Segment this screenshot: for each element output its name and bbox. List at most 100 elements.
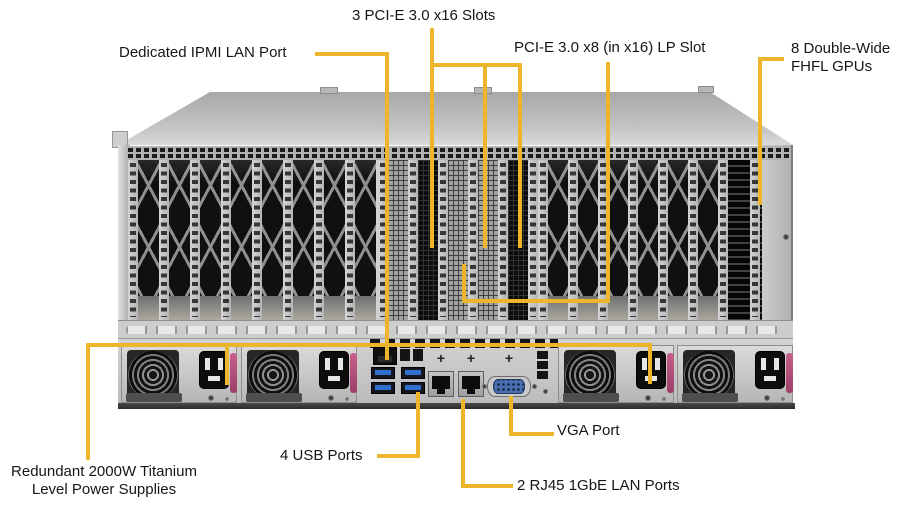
psu-screw — [645, 395, 651, 401]
psu-fan — [247, 350, 299, 400]
slot-bracket — [628, 160, 638, 320]
psu-screw — [224, 396, 230, 402]
psu-release-handle — [350, 353, 357, 393]
callout-line-lan — [461, 484, 513, 488]
callout-line-vga — [509, 432, 554, 436]
callout-line-gpus — [758, 57, 762, 205]
label-pcie-x16-slots: 3 PCI-E 3.0 x16 Slots — [352, 7, 496, 24]
psu-fan — [683, 350, 735, 400]
psu-screw — [328, 395, 334, 401]
mesh-vent-column — [418, 160, 438, 320]
label-lan-ports: 2 RJ45 1GbE LAN Ports — [517, 477, 680, 494]
psu-screw — [344, 396, 350, 402]
callout-line-usb — [416, 392, 420, 458]
callout-line-pcie-x16 — [483, 63, 487, 248]
pci-bay-zone-right — [538, 160, 728, 320]
psu-power-inlet — [755, 351, 785, 389]
slot-bracket — [378, 160, 388, 320]
callout-line-psu — [225, 343, 229, 385]
power-supply-3 — [558, 345, 674, 403]
psu-power-inlet — [319, 351, 349, 389]
psu-clip — [563, 393, 619, 402]
bay-window — [200, 160, 221, 320]
panel-screw — [783, 234, 789, 240]
power-supply-1 — [121, 345, 237, 403]
label-usb-ports: 4 USB Ports — [280, 447, 363, 464]
lan-port-1 — [428, 371, 454, 397]
lid-tab — [320, 87, 338, 94]
bay-window — [324, 160, 345, 320]
psu-release-handle — [786, 353, 793, 393]
psu-clip — [682, 393, 738, 402]
slot-bracket — [438, 160, 448, 320]
callout-line-pcie-x16 — [430, 28, 434, 248]
slot-bracket — [528, 160, 538, 320]
psu-fan — [564, 350, 616, 400]
slot-bracket — [538, 160, 548, 320]
psu-fan — [127, 350, 179, 400]
label-power-supplies: Redundant 2000W Titanium Level Power Sup… — [11, 463, 197, 498]
power-supply-2 — [241, 345, 357, 403]
bay-window — [578, 160, 598, 320]
top-vent-strip — [128, 146, 790, 160]
bay-window — [638, 160, 658, 320]
slot-bracket — [688, 160, 698, 320]
callout-line-ipmi — [315, 52, 389, 56]
callout-line-pcie-x16 — [430, 63, 522, 67]
plus-mark: + — [436, 350, 446, 366]
slot-bracket — [128, 160, 138, 320]
bay-window — [355, 160, 376, 320]
callout-line-pcie-x8 — [606, 62, 610, 303]
slot-bracket — [345, 160, 355, 320]
io-vent-block — [413, 349, 423, 361]
power-supply-4 — [677, 345, 793, 403]
usb-port-4 — [401, 382, 425, 394]
vga-screw — [482, 384, 487, 389]
bay-window — [668, 160, 688, 320]
pci-bay-zone-left — [128, 160, 387, 320]
callout-line-usb — [377, 454, 420, 458]
rear-slot-panel — [128, 160, 762, 320]
callout-line-pcie-x8 — [462, 264, 466, 303]
label-vga-port: VGA Port — [557, 422, 620, 439]
slot-bracket — [159, 160, 169, 320]
usb-port-2 — [401, 367, 425, 379]
psu-release-handle — [230, 353, 237, 393]
panel-screw — [543, 389, 548, 394]
slot-bracket — [221, 160, 231, 320]
lid-tab — [698, 86, 714, 93]
slot-bracket — [190, 160, 200, 320]
label-ipmi-lan-port: Dedicated IPMI LAN Port — [119, 44, 287, 61]
bay-window — [548, 160, 568, 320]
callout-line-psu — [86, 343, 90, 460]
bay-window — [231, 160, 252, 320]
callout-line-vga — [509, 396, 513, 436]
io-vent-block — [400, 349, 410, 361]
psu-fan-grille — [248, 351, 298, 399]
bay-window — [608, 160, 628, 320]
psu-screw — [661, 396, 667, 402]
bay-window — [293, 160, 314, 320]
psu-screw — [764, 395, 770, 401]
psu-screw — [208, 395, 214, 401]
plus-mark: + — [466, 350, 476, 366]
slot-bracket — [252, 160, 262, 320]
callout-line-pcie-x8 — [462, 299, 610, 303]
psu-fan-grille — [684, 351, 734, 399]
slot-bracket — [598, 160, 608, 320]
callout-line-psu — [86, 343, 652, 347]
slot-bracket — [314, 160, 324, 320]
label-gpus: 8 Double-Wide FHFL GPUs — [791, 40, 891, 75]
psu-clip — [246, 393, 302, 402]
io-vent-block — [537, 371, 548, 379]
psu-clip — [126, 393, 182, 402]
callout-line-gpus — [758, 57, 784, 61]
bay-window — [698, 160, 718, 320]
mesh-vent-column — [388, 160, 408, 320]
callout-line-psu — [648, 343, 652, 384]
callout-line-pcie-x16 — [518, 63, 522, 248]
callout-line-ipmi — [385, 52, 389, 360]
psu-screw — [780, 396, 786, 402]
slot-bracket — [468, 160, 478, 320]
